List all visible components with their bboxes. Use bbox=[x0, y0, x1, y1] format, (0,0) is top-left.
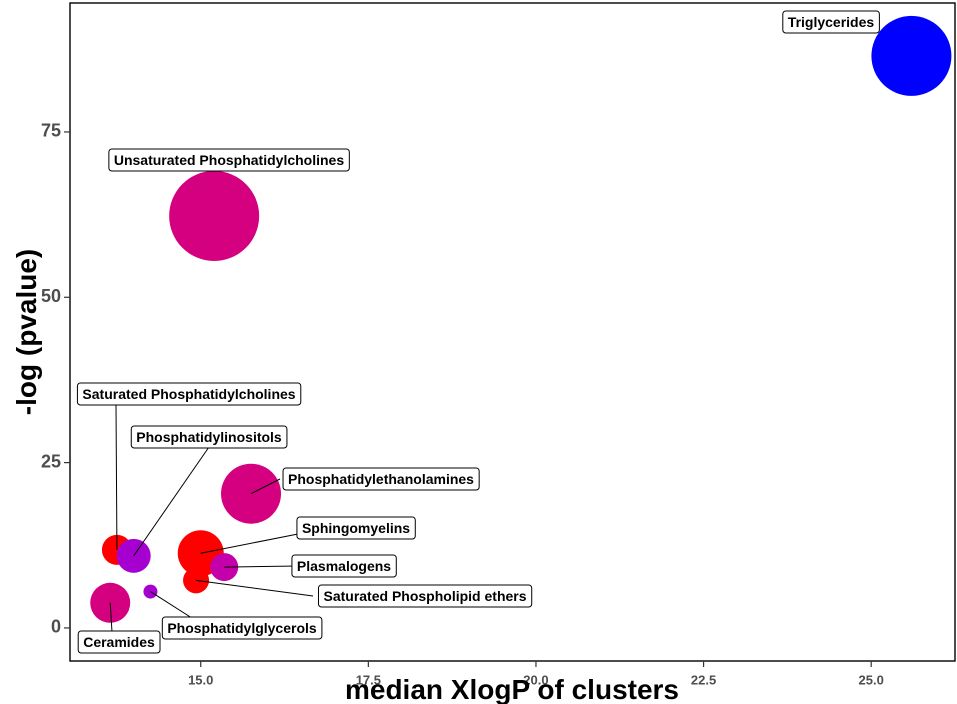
label-text: Phosphatidylethanolamines bbox=[288, 471, 474, 487]
bubble-ceramides bbox=[90, 582, 131, 623]
label-text: Phosphatidylinositols bbox=[136, 429, 282, 445]
leader-saturated-phosphatidylcholines bbox=[115, 403, 118, 550]
label-text: Unsaturated Phosphatidylcholines bbox=[114, 152, 344, 168]
x-axis-title: median XlogP of clusters bbox=[345, 674, 679, 704]
label-box bbox=[782, 10, 880, 34]
leader-sphingomyelins bbox=[200, 533, 299, 554]
label-text: Saturated Phospholipid ethers bbox=[323, 588, 526, 604]
label-text: Sphingomyelins bbox=[302, 520, 410, 536]
label-saturated-phosphatidylcholines: Saturated Phosphatidylcholines bbox=[76, 382, 302, 406]
label-box bbox=[130, 425, 288, 449]
label-text: Triglycerides bbox=[788, 14, 875, 30]
leader-phosphatidylethanolamines bbox=[250, 478, 281, 495]
label-box bbox=[161, 616, 323, 640]
leader-lines bbox=[109, 403, 314, 633]
label-saturated-phospholipid-ethers: Saturated Phospholipid ethers bbox=[317, 584, 533, 608]
bubble-unsaturated-phosphatidylcholines bbox=[169, 170, 260, 261]
y-tick-label: 25 bbox=[41, 451, 61, 471]
leader-saturated-phospholipid-ethers bbox=[195, 579, 314, 597]
leader-phosphatidylinositols bbox=[133, 446, 210, 557]
label-text: Plasmalogens bbox=[297, 558, 391, 574]
label-sphingomyelins: Sphingomyelins bbox=[296, 516, 416, 540]
y-tick-label: 50 bbox=[41, 286, 61, 306]
label-box bbox=[296, 516, 416, 540]
label-ceramides: Ceramides bbox=[77, 630, 161, 654]
label-box bbox=[76, 382, 302, 406]
label-box bbox=[291, 554, 397, 578]
leader-plasmalogens bbox=[224, 565, 299, 568]
label-text: Phosphatidylglycerols bbox=[167, 620, 317, 636]
x-tick-label: 20.0 bbox=[523, 673, 548, 688]
label-box bbox=[108, 148, 350, 172]
y-axis-title: -log (pvalue) bbox=[11, 249, 42, 415]
axis-ticks: 15.0 17.5 20.0 22.5 25.0 0 25 50 75 bbox=[41, 121, 884, 688]
x-tick-label: 25.0 bbox=[859, 673, 884, 688]
label-phosphatidylinositols: Phosphatidylinositols bbox=[130, 425, 288, 449]
leader-ceramides bbox=[109, 602, 113, 633]
bubble-phosphatidylethanolamines bbox=[221, 463, 282, 524]
label-text: Saturated Phosphatidylcholines bbox=[82, 386, 295, 402]
label-triglycerides: Triglycerides bbox=[782, 10, 880, 34]
label-unsaturated-phosphatidylcholines: Unsaturated Phosphatidylcholines bbox=[108, 148, 350, 172]
label-box bbox=[77, 630, 161, 654]
label-phosphatidylglycerols: Phosphatidylglycerols bbox=[161, 616, 323, 640]
x-tick-label: 15.0 bbox=[188, 673, 213, 688]
x-tick-label: 17.5 bbox=[356, 673, 381, 688]
label-box bbox=[282, 467, 480, 491]
label-phosphatidylethanolamines: Phosphatidylethanolamines bbox=[282, 467, 480, 491]
bubble-triglycerides bbox=[871, 15, 952, 96]
label-plasmalogens: Plasmalogens bbox=[291, 554, 397, 578]
x-tick-label: 22.5 bbox=[691, 673, 716, 688]
label-text: Ceramides bbox=[83, 634, 155, 650]
y-tick-label: 75 bbox=[41, 121, 61, 141]
leader-phosphatidylglycerols bbox=[150, 591, 196, 621]
y-tick-label: 0 bbox=[51, 617, 61, 637]
label-box bbox=[317, 584, 533, 608]
